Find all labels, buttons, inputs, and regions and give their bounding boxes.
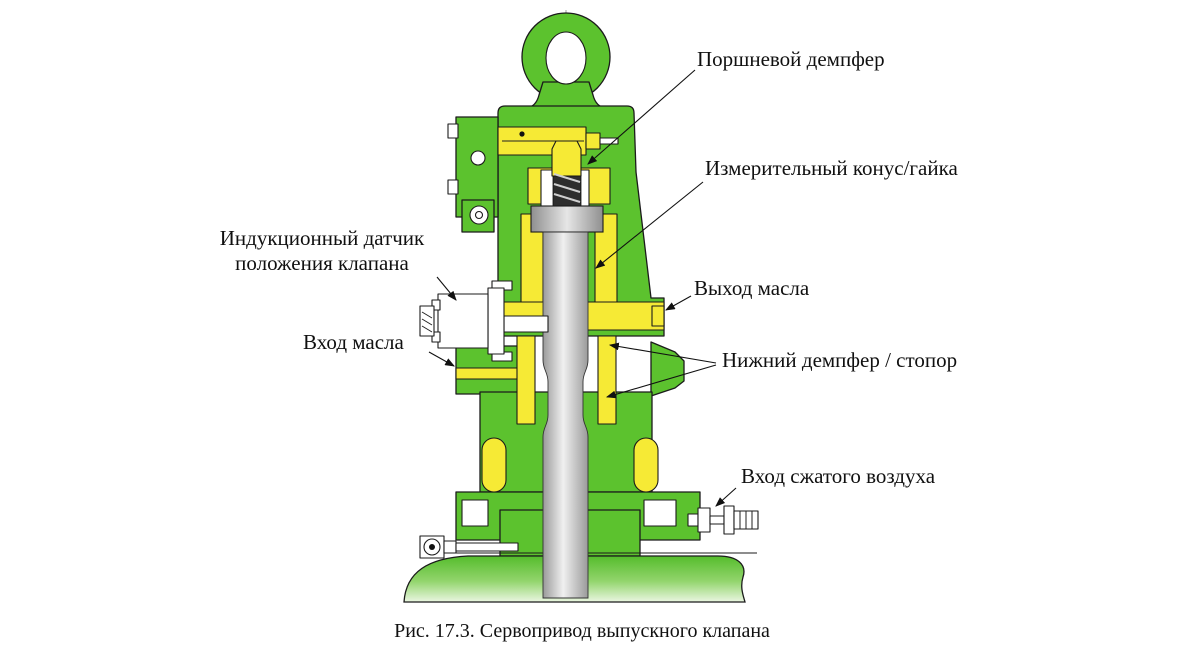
drain-rod (455, 542, 519, 552)
leader-oil-outlet (665, 295, 692, 311)
bolt-top-icon (447, 123, 459, 139)
body-hole (470, 150, 486, 166)
leader-measuring-cone (595, 181, 704, 269)
label-air-inlet: Вход сжатого воздуха (741, 464, 936, 488)
leader-piston-damper (587, 69, 696, 165)
air-cushion-right (633, 437, 659, 493)
pilot-valve-tip (585, 132, 601, 150)
induction-sensor-body (437, 293, 489, 349)
base-notch-right (643, 499, 677, 527)
piston-damper-shape (551, 140, 582, 177)
sensor-cable-connector (419, 305, 435, 337)
measuring-nut (530, 205, 604, 233)
label-lower-damper: Нижний демпфер / стопор (722, 348, 958, 372)
label-measuring-cone: Измерительный конус/гайка (705, 156, 958, 180)
label-induction-sensor-line2: положения клапана (235, 251, 409, 275)
right-flange (650, 341, 685, 397)
leader-induction-sensor (436, 276, 457, 301)
valve-spindle (542, 231, 589, 599)
label-oil-outlet: Выход масла (694, 276, 810, 300)
bolt-bottom-icon (447, 179, 459, 195)
spring-coil-line (553, 173, 581, 183)
air-fitting-nut (723, 505, 735, 535)
leader-lower-damper-upper (608, 342, 717, 364)
base-notch-left (461, 499, 489, 527)
spring-coil-line (553, 183, 581, 193)
drain-fitting-neck (443, 540, 457, 554)
connector-thread-line (421, 325, 433, 333)
air-fitting-base (687, 513, 699, 527)
air-fitting-pipe (709, 515, 725, 525)
spring-coil-line (553, 193, 581, 203)
sensor-tab-bottom (431, 331, 441, 343)
sensor-tab-top (431, 299, 441, 311)
drain-fitting-center (429, 544, 435, 550)
leader-air-inlet (715, 487, 737, 507)
leader-lower-damper-lower (605, 364, 717, 399)
figure-caption: Рис. 17.3. Сервопривод выпускного клапан… (394, 620, 770, 642)
label-piston-damper: Поршневой демпфер (697, 47, 885, 71)
pilot-valve-dot (519, 131, 525, 137)
label-induction-sensor: Индукционный датчик положения клапана (172, 226, 472, 276)
lifting-eye-hole (545, 31, 587, 85)
air-fitting-hex (697, 507, 711, 533)
connector-thread-line (421, 318, 433, 326)
air-cushion-left (481, 437, 507, 493)
sensor-rod (503, 315, 549, 333)
pilot-valve-stem (599, 137, 619, 145)
leader-oil-inlet (428, 351, 455, 367)
sensor-flange (487, 287, 505, 355)
label-induction-sensor-line1: Индукционный датчик (219, 226, 425, 250)
pivot-bolt-center (474, 210, 484, 220)
connector-thread-line (421, 311, 433, 319)
damper-channel-left (516, 335, 536, 425)
label-oil-inlet: Вход масла (303, 330, 404, 354)
oil-outlet-port (651, 305, 665, 327)
damper-channel-right (597, 335, 617, 425)
